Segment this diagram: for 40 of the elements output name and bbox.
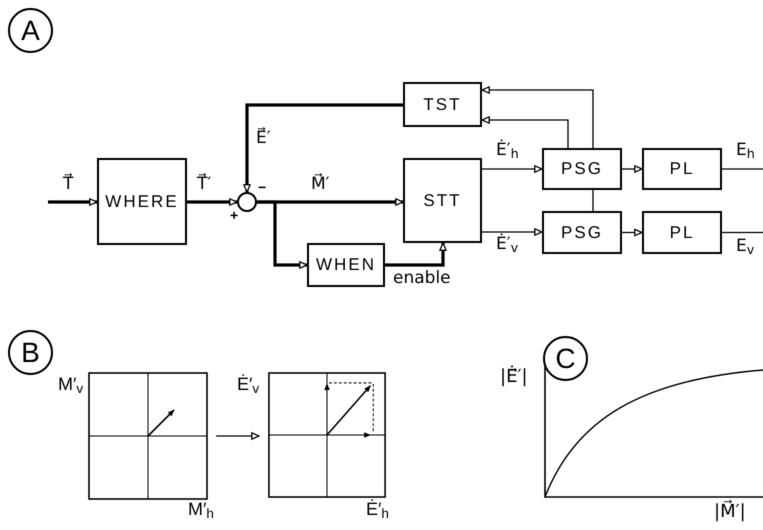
edge-label: Ė′$_{v}$ bbox=[495, 236, 520, 253]
arrow bbox=[481, 116, 569, 148]
process-box: TST bbox=[403, 82, 482, 127]
arrow bbox=[481, 86, 594, 148]
connector-line bbox=[722, 232, 763, 234]
process-box: PSG bbox=[542, 211, 622, 254]
edge-label: E$_{h}$ bbox=[735, 142, 756, 159]
process-box: PSG bbox=[542, 148, 622, 190]
sign-label: − bbox=[258, 180, 266, 194]
process-box: WHEN bbox=[307, 243, 385, 287]
process-box: PL bbox=[642, 211, 722, 254]
arrow bbox=[385, 242, 447, 267]
axis-label: Ė′$_{h}$ bbox=[366, 500, 389, 518]
connector-line bbox=[592, 190, 594, 211]
arrow bbox=[48, 198, 98, 206]
arrow bbox=[622, 165, 643, 173]
process-box: PL bbox=[642, 148, 722, 190]
sign-label: + bbox=[230, 208, 238, 222]
process-box: WHERE bbox=[97, 158, 187, 245]
connector-line bbox=[722, 168, 763, 170]
arrow bbox=[482, 165, 543, 173]
arrow bbox=[622, 228, 643, 236]
summing-junction bbox=[237, 192, 257, 212]
arrow bbox=[257, 200, 308, 269]
vector-grid-drawing bbox=[88, 372, 208, 500]
edge-label: E$_{v}$ bbox=[735, 238, 756, 255]
panel-letter: B bbox=[8, 330, 53, 375]
arrow bbox=[187, 198, 238, 206]
arrow bbox=[243, 103, 403, 193]
edge-label: Ė′$_{h}$ bbox=[495, 142, 520, 159]
axis-label: Ė′$_{v}$ bbox=[237, 375, 260, 393]
axis-label: M′$_{v}$ bbox=[58, 375, 84, 393]
axis-label: |Ė⃗′| bbox=[500, 368, 528, 386]
vector-grid-drawing bbox=[267, 372, 387, 498]
panel-letter: C bbox=[543, 336, 588, 381]
arrow bbox=[482, 228, 543, 236]
arrow bbox=[216, 432, 260, 440]
panel-letter: A bbox=[8, 8, 53, 53]
axis-label: M′$_{h}$ bbox=[188, 500, 214, 518]
process-box: STT bbox=[403, 158, 482, 243]
